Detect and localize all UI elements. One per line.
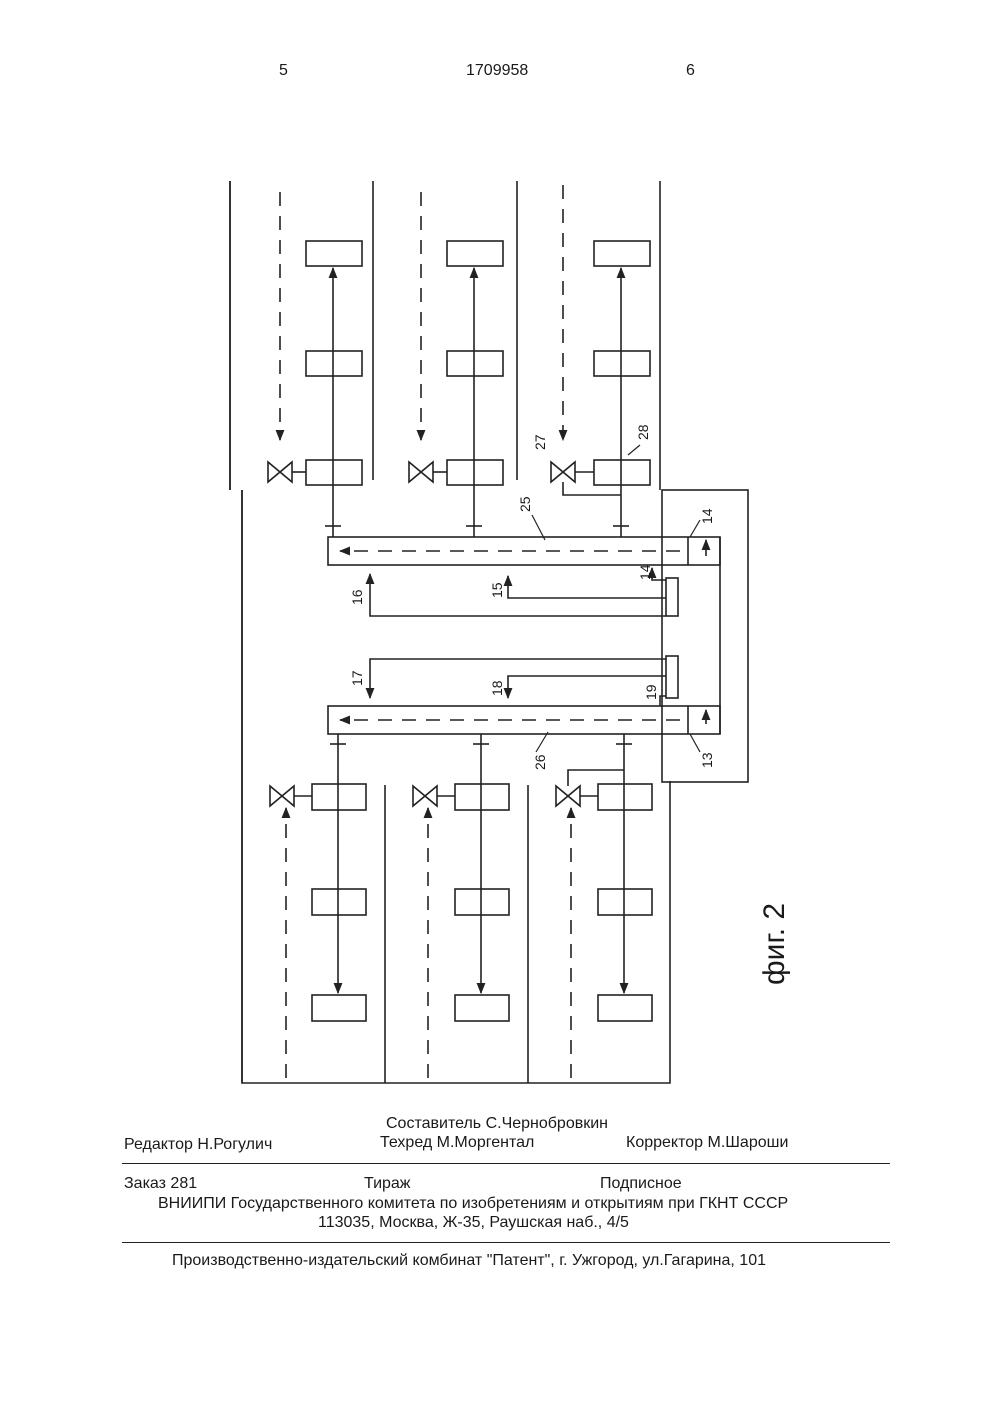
corrector: Корректор М.Шароши (626, 1134, 788, 1152)
label-18: 18 (489, 680, 505, 696)
outer-frame-left (230, 181, 670, 1083)
valve-lower-2 (413, 786, 437, 806)
valve-upper-1 (268, 462, 292, 482)
valve-upper-2 (409, 462, 433, 482)
upper-unit-3-mid (594, 351, 650, 376)
editor: Редактор Н.Рогулич (124, 1136, 272, 1154)
valve-27 (551, 462, 575, 482)
label-28: 28 (635, 424, 651, 440)
label-27: 27 (532, 434, 548, 450)
label-17: 17 (349, 670, 365, 686)
distributor-lower (666, 656, 678, 698)
upper-unit-2-bottom (447, 460, 503, 485)
divider-top (122, 1163, 890, 1164)
address: 113035, Москва, Ж-35, Раушская наб., 4/5 (318, 1214, 629, 1232)
order: Заказ 281 (124, 1175, 197, 1193)
label-14-small: 14 (637, 564, 653, 580)
label-19: 19 (643, 684, 659, 700)
printer: Производственно-издательский комбинат "П… (172, 1252, 766, 1270)
subscription: Подписное (600, 1175, 682, 1193)
label-14-right: 14 (699, 508, 715, 524)
figure-2-diagram: 25 26 27 28 14 13 14 15 16 17 18 19 (0, 0, 1000, 1100)
distributor-upper (666, 578, 678, 616)
upper-unit-1-bottom (306, 460, 362, 485)
upper-unit-1-mid (306, 351, 362, 376)
divider-bottom (122, 1242, 890, 1243)
institute: ВНИИПИ Государственного комитета по изоб… (158, 1195, 788, 1213)
circulation: Тираж (364, 1175, 411, 1193)
label-16: 16 (349, 589, 365, 605)
techred: Техред М.Моргентал (380, 1134, 534, 1152)
loop-pipe-13-14 (662, 490, 748, 782)
valve-lower-3 (556, 786, 580, 806)
valve-lower-1 (270, 786, 294, 806)
upper-unit-2-top (447, 241, 503, 266)
upper-unit-3-top (594, 241, 650, 266)
figure-caption: фиг. 2 (758, 903, 792, 985)
label-13: 13 (699, 752, 715, 768)
upper-unit-1-top (306, 241, 362, 266)
upper-unit-2-mid (447, 351, 503, 376)
label-26: 26 (532, 754, 548, 770)
compiler: Составитель С.Чернобровкин (386, 1115, 608, 1133)
label-25: 25 (517, 496, 533, 512)
upper-unit-3-bottom-28 (594, 460, 650, 485)
label-15: 15 (489, 582, 505, 598)
